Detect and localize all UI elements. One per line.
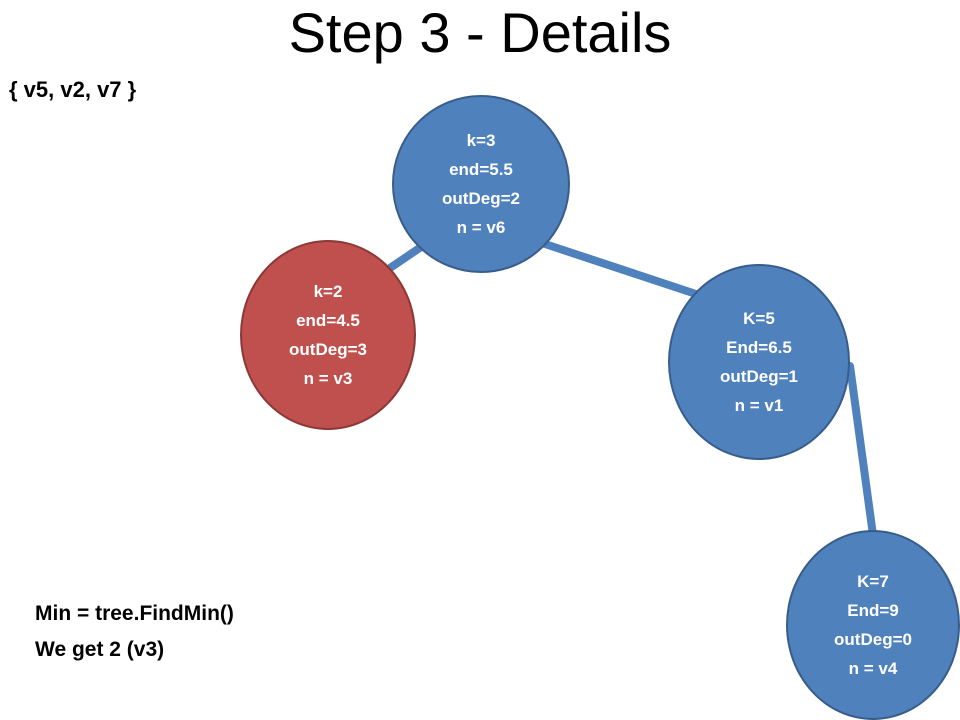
node-outdeg: outDeg=2	[442, 189, 520, 208]
node-n: n = v6	[456, 218, 506, 237]
set-label: { v5, v2, v7 }	[9, 77, 137, 102]
tree-node-v1: K=5 End=6.5 outDeg=1 n = v1	[668, 264, 850, 460]
node-n: n = v1	[734, 396, 784, 415]
node-k: k=3	[466, 131, 496, 150]
node-k: K=5	[743, 309, 775, 328]
tree-node-v3: k=2 end=4.5 outDeg=3 n = v3	[240, 240, 416, 430]
tree-node-v4: K=7 End=9 outDeg=0 n = v4	[786, 530, 960, 720]
node-outdeg: outDeg=3	[289, 340, 367, 359]
edge-v1-v4	[846, 362, 877, 539]
node-k: K=7	[857, 572, 889, 591]
note-result: We get 2 (v3)	[35, 638, 165, 661]
node-end: end=5.5	[449, 160, 513, 179]
page-title: Step 3 - Details	[288, 1, 672, 64]
node-end: end=4.5	[296, 311, 360, 330]
tree-node-v6: k=3 end=5.5 outDeg=2 n = v6	[392, 95, 570, 273]
node-k: k=2	[313, 282, 343, 301]
node-n: n = v4	[848, 659, 898, 678]
node-outdeg: outDeg=1	[720, 367, 798, 386]
node-end: End=6.5	[726, 338, 792, 357]
node-outdeg: outDeg=0	[834, 630, 912, 649]
note-findmin: Min = tree.FindMin()	[35, 602, 234, 625]
node-n: n = v3	[303, 369, 353, 388]
edge-v6-v1	[541, 240, 706, 300]
edge-v6-v3	[386, 241, 428, 272]
node-end: End=9	[847, 601, 899, 620]
